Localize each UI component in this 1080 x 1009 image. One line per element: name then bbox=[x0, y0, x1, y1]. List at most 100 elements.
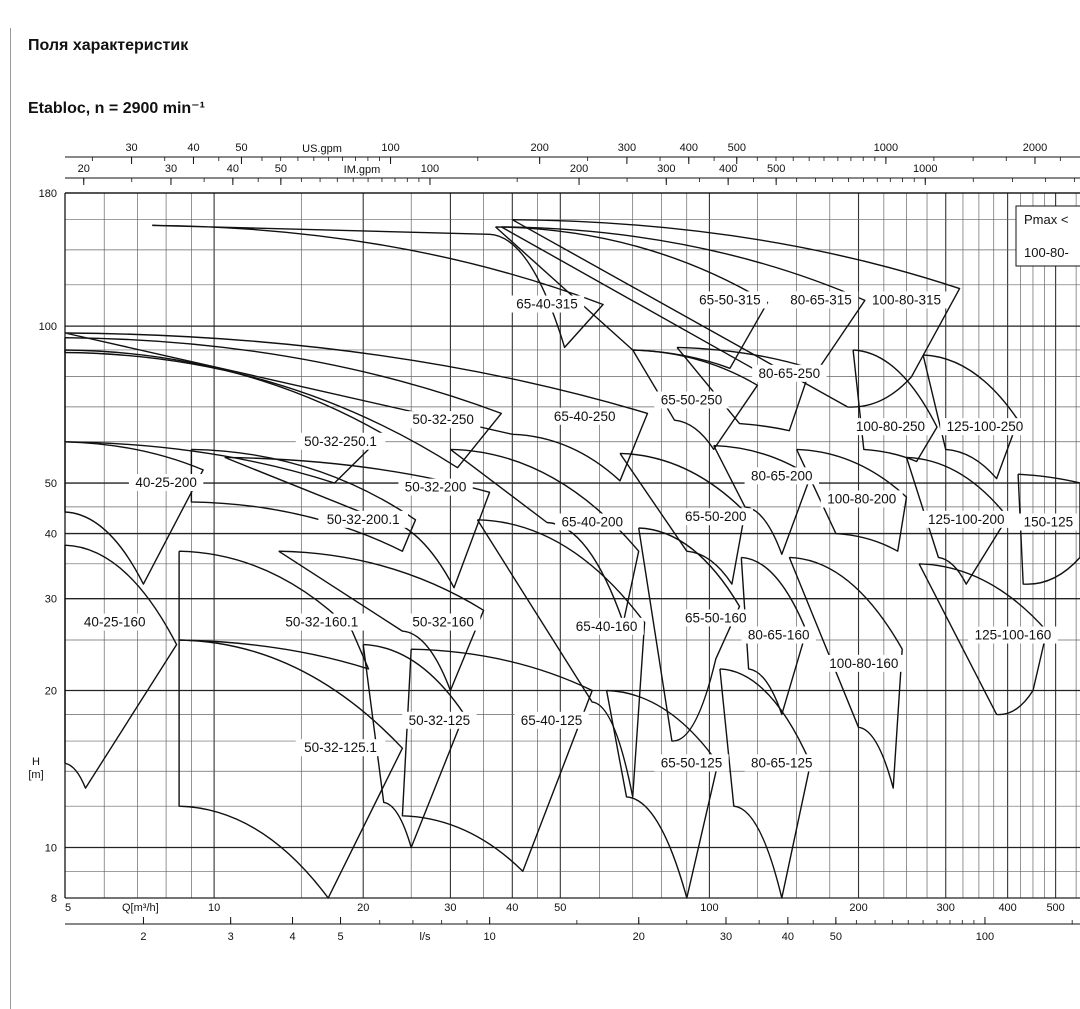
pump-label-bg bbox=[822, 654, 905, 672]
x-tick-label: 50 bbox=[554, 902, 566, 914]
pump-label-bg bbox=[678, 508, 753, 526]
pump-field-80-65-200 bbox=[713, 444, 812, 555]
secondary-tick-label: 300 bbox=[618, 142, 636, 154]
pump-label-65-40-200: 65-40-200 bbox=[561, 515, 623, 530]
pump-label-bg bbox=[405, 411, 481, 429]
pump-label-bg bbox=[295, 739, 386, 757]
pump-field-100-80-250 bbox=[852, 349, 938, 463]
y-tick-label: 50 bbox=[45, 478, 57, 490]
secondary-tick-label: 1000 bbox=[913, 163, 937, 175]
pump-label-65-50-315: 65-50-315 bbox=[699, 292, 761, 307]
y-tick-label: 30 bbox=[45, 594, 57, 606]
pump-field-50-32-250 bbox=[64, 337, 502, 469]
y-tick-label: 100 bbox=[39, 321, 57, 333]
pmax-label: Pmax < bbox=[1024, 212, 1068, 227]
chart-subheading: Etabloc, n = 2900 min⁻¹ bbox=[28, 100, 205, 117]
pump-label-bg bbox=[849, 418, 932, 436]
pump-field-65-40-250 bbox=[64, 332, 649, 482]
secondary-tick-label: 10 bbox=[484, 931, 496, 943]
pump-field-65-40-160 bbox=[476, 519, 646, 798]
pump-label-80-65-315: 80-65-315 bbox=[790, 292, 852, 307]
pump-label-bg bbox=[405, 613, 481, 631]
y-axis-label: [m] bbox=[28, 769, 43, 781]
pump-field-125-100-250 bbox=[922, 354, 1019, 480]
pump-label-50-32-250: 50-32-250 bbox=[412, 412, 474, 427]
pump-label-bg bbox=[569, 617, 644, 635]
pump-label-bg bbox=[77, 613, 152, 631]
secondary-tick-label: 100 bbox=[381, 142, 399, 154]
secondary-tick-label: 400 bbox=[719, 163, 737, 175]
secondary-tick-label: 2 bbox=[140, 931, 146, 943]
pump-field-100-80-200 bbox=[795, 448, 908, 552]
pump-label-80-65-200: 80-65-200 bbox=[751, 468, 813, 483]
secondary-tick-label: 40 bbox=[782, 931, 794, 943]
pump-label-80-65-250: 80-65-250 bbox=[759, 366, 821, 381]
pump-label-50-32-200: 50-32-200 bbox=[405, 480, 467, 495]
secondary-tick-label: 500 bbox=[767, 163, 785, 175]
sidebar-rule bbox=[10, 28, 11, 1009]
pump-label-100-80-250: 100-80-250 bbox=[856, 419, 925, 434]
pump-label-bg bbox=[741, 626, 816, 644]
pump-label-bg bbox=[940, 418, 1030, 436]
pump-field-65-50-160 bbox=[638, 527, 741, 742]
pump-label-65-40-125: 65-40-125 bbox=[521, 713, 583, 728]
pump-label-bg bbox=[277, 613, 367, 631]
pump-label-bg bbox=[820, 490, 903, 508]
pump-label-bg bbox=[752, 364, 827, 382]
pmax-box bbox=[1015, 205, 1080, 267]
pump-label-bg bbox=[128, 474, 204, 492]
pump-label-50-32-160.1: 50-32-160.1 bbox=[285, 615, 358, 630]
pump-label-65-50-125: 65-50-125 bbox=[661, 755, 723, 770]
y-tick-label: 40 bbox=[45, 529, 57, 541]
pump-label-bg bbox=[295, 432, 386, 450]
pump-label-65-50-160: 65-50-160 bbox=[685, 610, 747, 625]
pump-label-100-80-160: 100-80-160 bbox=[829, 656, 898, 671]
pump-field-40-25-160 bbox=[64, 544, 178, 789]
pump-label-bg bbox=[318, 510, 409, 528]
x-tick-label: 5 bbox=[65, 902, 71, 914]
secondary-tick-label: 1000 bbox=[874, 142, 898, 154]
pump-field-100-80-160 bbox=[788, 556, 903, 789]
pump-label-65-40-315: 65-40-315 bbox=[516, 297, 578, 312]
pump-label-bg bbox=[678, 609, 753, 627]
pump-label-65-50-200: 65-50-200 bbox=[685, 509, 747, 524]
pump-label-bg bbox=[509, 295, 585, 313]
y-tick-label: 180 bbox=[39, 188, 57, 200]
x-tick-label: 40 bbox=[506, 902, 518, 914]
pump-field-50-32-200.1 bbox=[190, 448, 417, 552]
secondary-tick-label: 4 bbox=[289, 931, 295, 943]
secondary-tick-label: 40 bbox=[187, 142, 199, 154]
pump-field-125-100-160 bbox=[918, 563, 1048, 716]
pump-label-bg bbox=[744, 754, 819, 772]
x-tick-label: 30 bbox=[444, 902, 456, 914]
pump-label-layer: 40-25-16040-25-20050-32-160.150-32-125.1… bbox=[77, 291, 1078, 772]
secondary-tick-label: 20 bbox=[78, 163, 90, 175]
pump-label-50-32-250.1: 50-32-250.1 bbox=[304, 434, 377, 449]
pump-label-50-32-125: 50-32-125 bbox=[409, 713, 471, 728]
pump-label-bg bbox=[692, 291, 768, 309]
secondary-tick-label: 50 bbox=[235, 142, 247, 154]
secondary-axis-label: US.gpm bbox=[302, 143, 342, 155]
pump-field-50-32-160 bbox=[278, 550, 485, 692]
secondary-tick-label: 50 bbox=[830, 931, 842, 943]
page-heading: Поля характеристик bbox=[28, 37, 189, 54]
secondary-tick-label: 50 bbox=[275, 163, 287, 175]
pump-label-65-40-250: 65-40-250 bbox=[554, 409, 616, 424]
secondary-tick-label: 5 bbox=[337, 931, 343, 943]
pump-label-125-100-200: 125-100-200 bbox=[928, 512, 1005, 527]
secondary-tick-label: 500 bbox=[728, 142, 746, 154]
pump-label-bg bbox=[654, 391, 729, 409]
x-tick-label: 20 bbox=[357, 902, 369, 914]
pump-label-bg bbox=[1018, 513, 1078, 531]
pump-label-bg bbox=[783, 291, 859, 309]
secondary-tick-label: 100 bbox=[421, 163, 439, 175]
pump-label-100-80-315: 100-80-315 bbox=[872, 292, 941, 307]
pump-label-100-80-200: 100-80-200 bbox=[827, 491, 896, 506]
secondary-tick-label: 200 bbox=[570, 163, 588, 175]
secondary-axis-label: l/s bbox=[420, 931, 432, 943]
y-tick-label: 20 bbox=[45, 686, 57, 698]
pump-field-layer bbox=[64, 219, 1080, 899]
pump-label-40-25-160: 40-25-160 bbox=[84, 615, 146, 630]
secondary-tick-label: 400 bbox=[680, 142, 698, 154]
